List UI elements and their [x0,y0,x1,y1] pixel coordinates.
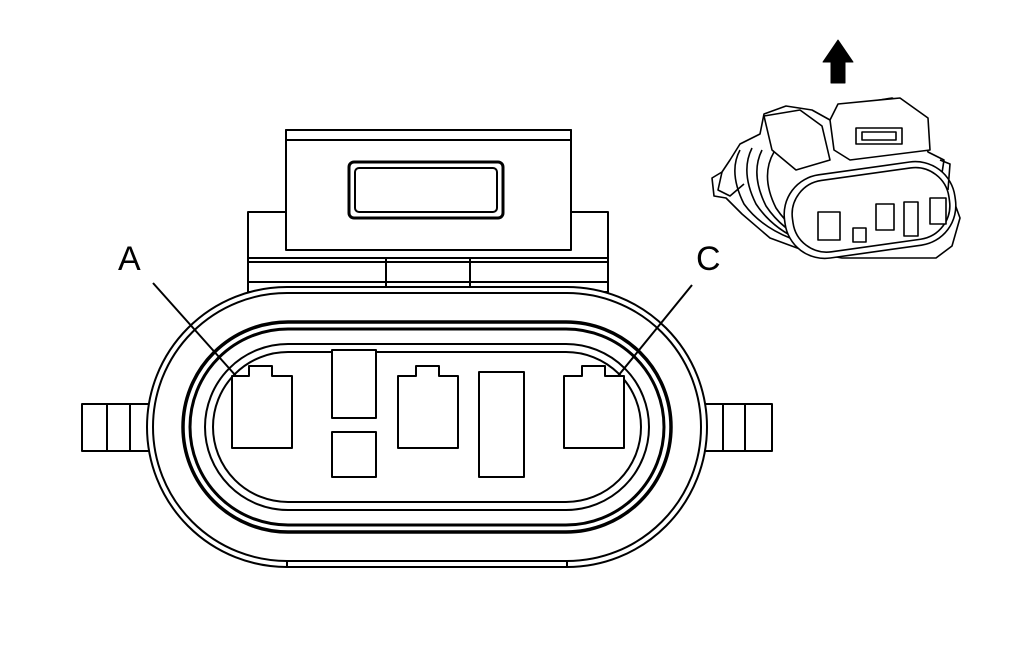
keying-slot-upper [331,349,377,419]
connector-iso-inset [711,97,961,260]
leader-line-a [152,282,237,377]
arrow-up-icon [822,39,854,84]
latch-housing [247,129,609,293]
latch-window [347,160,505,220]
leader-line-c [617,284,693,377]
terminal-cavity-a [231,365,293,449]
terminal-label-a: A [118,240,141,278]
terminal-label-c: C [696,240,721,278]
keying-slot-tall [478,371,525,478]
left-side-tab [81,403,153,452]
keying-slot-lower [331,431,377,478]
terminal-cavity-c [563,365,625,449]
connector-face-view [81,129,773,568]
right-side-tab [699,403,773,452]
terminal-cavity-b [397,365,459,449]
